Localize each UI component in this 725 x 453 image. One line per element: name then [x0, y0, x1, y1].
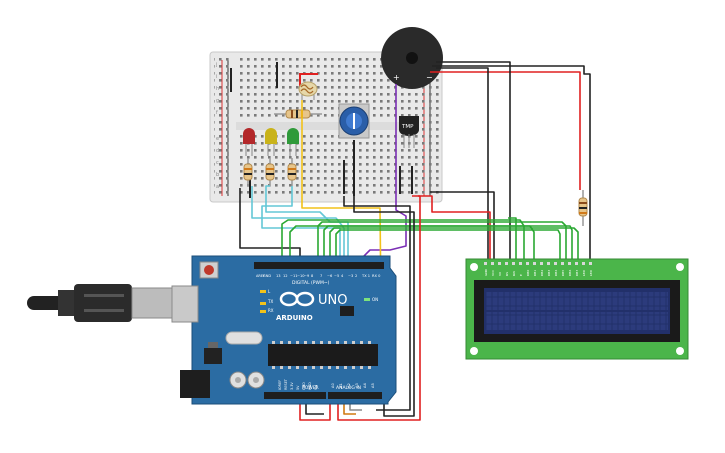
rx-label: RX — [268, 308, 274, 313]
lcd-pin-label: DB2 — [540, 270, 544, 276]
pin-label: GND — [308, 382, 312, 390]
digital-label: DIGITAL (PWM~) — [292, 280, 330, 286]
pin-label: ~5 — [334, 274, 339, 278]
pin-label: 4 — [341, 274, 344, 278]
pin-label: A4 — [363, 383, 367, 388]
pin-label: 12 — [283, 274, 288, 278]
lcd-pin-label: LED — [589, 269, 593, 276]
led-l-label: L — [268, 289, 271, 294]
breadboard-row-letters: j i h g f e d c b a — [215, 62, 219, 190]
lcd-pin-label: DB5 — [561, 270, 565, 276]
digital-pin-labels: 13 12 ~11 ~10 ~9 8 7 ~6 ~5 4 ~3 2 TX 1 R… — [276, 274, 381, 278]
row-letter: g — [216, 98, 219, 104]
pin-label: A1 — [339, 383, 343, 388]
lcd-16x2 — [465, 258, 689, 360]
row-letter: j — [215, 62, 217, 68]
tx-label: TX — [267, 299, 273, 304]
pin-label: ~11 — [290, 274, 298, 278]
arduino-infinity-logo — [279, 291, 315, 307]
power-pin-labels: IOREF RESET 3.3V 5V GND GND Vin — [278, 378, 318, 390]
piezo-buzzer: + − — [381, 27, 443, 89]
led-resistors — [243, 158, 297, 186]
row-letter: d — [216, 148, 219, 154]
on-label: ON — [372, 297, 378, 302]
analog-pin-labels: A0 A1 A2 A3 A4 A5 — [331, 383, 375, 388]
pin-label: GND — [302, 382, 306, 390]
power-label: POWER — [302, 385, 319, 391]
temperature-sensor: TMP — [399, 116, 419, 148]
pin-label: 5V — [296, 385, 300, 390]
lcd-pin-label: E — [519, 274, 523, 276]
pin-label: RX 0 — [372, 274, 381, 278]
row-letter: i — [216, 74, 217, 80]
pin-label: A0 — [331, 383, 335, 388]
lcd-pin-label: DB4 — [554, 270, 558, 276]
row-letter: f — [216, 110, 218, 116]
pin-label: ~3 — [348, 274, 353, 278]
pin-label: 2 — [355, 274, 357, 278]
resistor-photo — [274, 109, 322, 119]
lcd-pin-label: DB0 — [526, 270, 530, 276]
row-letter: c — [216, 160, 219, 166]
tmp-label: TMP — [401, 124, 414, 130]
led-yellow — [265, 128, 277, 156]
lcd-pin-labels: GND VCC V0 RS RW E DB0 DB1 DB2 DB3 DB4 D… — [484, 268, 593, 276]
row-letter: a — [216, 184, 219, 190]
lcd-pin-label: VCC — [491, 270, 495, 276]
lcd-pin-label: GND — [484, 268, 488, 276]
buzzer-plus-label: + — [393, 73, 400, 82]
analog-label: ANALOG IN — [336, 385, 361, 391]
pin-label: 3.3V — [290, 382, 294, 390]
aref-label: AREF — [256, 274, 265, 278]
arduino-logo-text: ARDUINO — [276, 314, 313, 322]
lcd-pin-label: DB7 — [575, 270, 579, 276]
row-letter: b — [216, 172, 219, 178]
pin-label: Vin — [314, 385, 318, 390]
lcd-pin-label: DB6 — [568, 270, 572, 276]
lcd-pin-label: RW — [512, 271, 516, 276]
pin-label: A2 — [347, 383, 351, 388]
lcd-pin-label: DB3 — [547, 270, 551, 276]
pin-label: IOREF — [278, 380, 282, 390]
lcd-backlight-resistor — [578, 190, 588, 226]
pin-label: TX 1 — [361, 274, 370, 278]
gnd-label: GND — [263, 274, 271, 278]
pin-label: A5 — [371, 383, 375, 388]
led-green — [287, 128, 299, 156]
pin-label: ~9 — [304, 274, 310, 278]
arduino-labels: ARDUINO UNO DIGITAL (PWM~) POWER ANALOG … — [256, 274, 378, 391]
pin-label: ~6 — [327, 274, 333, 278]
arduino-model: UNO — [318, 293, 347, 308]
buzzer-minus-label: − — [426, 73, 433, 82]
lcd-pin-label: DB1 — [533, 270, 537, 276]
lcd-pin-label: LED — [582, 269, 586, 276]
pin-label: RESET — [284, 378, 288, 390]
pin-label: ~10 — [297, 274, 305, 278]
potentiometer — [338, 103, 370, 139]
usb-cable — [27, 284, 197, 322]
led-red — [243, 128, 255, 156]
pin-label: 7 — [320, 274, 322, 278]
lcd-pin-label: RS — [505, 272, 509, 276]
row-letter: e — [216, 136, 219, 142]
pin-label: 8 — [311, 274, 314, 278]
pin-label: A3 — [355, 383, 359, 388]
photoresistor — [298, 81, 318, 100]
row-letter: h — [216, 86, 219, 92]
pin-label: 13 — [276, 274, 281, 278]
lcd-pin-label: V0 — [498, 272, 502, 276]
arduino-uno — [171, 255, 397, 405]
